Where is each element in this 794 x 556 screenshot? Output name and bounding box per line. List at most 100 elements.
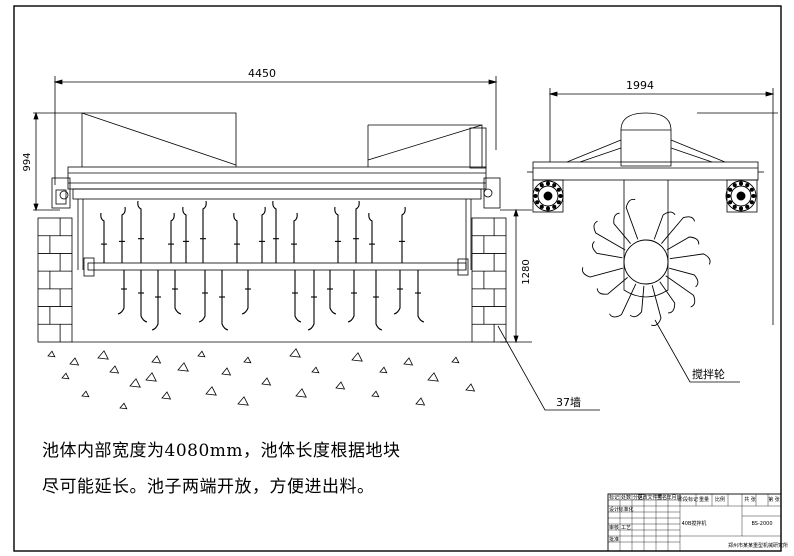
tine <box>198 270 206 323</box>
tine <box>121 206 126 263</box>
rotor-tine <box>666 236 700 251</box>
tine <box>368 212 373 263</box>
dim-side-width: 1994 <box>626 79 654 92</box>
tine <box>272 200 277 263</box>
rubble-mark <box>177 362 189 372</box>
title-block-cell: 重量 <box>699 496 709 503</box>
rubble-mark <box>311 366 320 374</box>
rotor-tine <box>613 212 631 244</box>
tine <box>293 212 298 263</box>
rubble-mark <box>295 388 307 398</box>
rubble-mark <box>61 372 70 380</box>
crawler-wheel-bolt <box>552 204 557 209</box>
crawler-wheel-hub <box>537 185 559 207</box>
title-block-cell: 处数 <box>621 494 631 501</box>
tine <box>202 200 207 263</box>
title-block-cell: 标记 <box>609 494 619 501</box>
rubble-mark <box>335 381 346 390</box>
note-line-2: 尽可能延长。池子两端开放，方便进出料。 <box>42 477 375 497</box>
rubble-mark <box>403 357 414 366</box>
title-block-cell: 签名 <box>657 494 667 501</box>
crawler-wheel-bolt <box>533 193 538 199</box>
rubble-mark <box>81 390 90 398</box>
crawler-wheel-bolt <box>556 200 561 205</box>
title-block-cell: 第 张 <box>768 496 780 503</box>
rubble-mark <box>197 350 206 358</box>
brick-wall <box>37 217 73 343</box>
rotor-hub <box>623 239 669 285</box>
tine <box>221 270 229 331</box>
rubble-mark <box>129 378 141 388</box>
crawler-wheel-bolt <box>535 200 540 205</box>
wall-label: 37墙 <box>556 395 581 409</box>
rubble-mark <box>261 377 272 386</box>
tine <box>329 270 337 315</box>
tine <box>100 212 105 263</box>
rubble-mark <box>451 356 460 364</box>
rotor-tine <box>669 267 699 288</box>
crawler-wheel-axle <box>543 191 553 201</box>
tine <box>393 270 401 315</box>
note-line-1: 池体内部宽度为4080mm，池体长度根据地块 <box>42 441 401 461</box>
rubble-mark <box>151 355 162 364</box>
crawler-wheel-bolt <box>726 193 731 199</box>
front-view <box>33 76 532 344</box>
rotor-tine <box>669 253 711 265</box>
rubble-mark <box>145 372 157 382</box>
rotor-tine <box>593 220 626 251</box>
title-block-scale: BS-2000 <box>751 521 772 527</box>
rotor-tine <box>581 267 623 278</box>
crawler-wheel <box>532 180 564 212</box>
title-block-cell: 更改文件号 <box>637 494 662 501</box>
wall-leader <box>497 325 600 411</box>
title-block-cell: 共 张 <box>744 496 756 503</box>
title-block: 40B搅拌机 BS-2000 郑州市某某重型机械研究所 标记处数分区更改文件号签… <box>607 493 788 552</box>
crawler-wheel-bolt <box>738 181 744 186</box>
rubble-mark <box>243 356 252 364</box>
rotor-tine <box>651 285 662 327</box>
tine <box>137 200 142 263</box>
title-block-cell: 分区 <box>633 494 643 501</box>
tine <box>401 206 406 263</box>
side-view <box>527 88 778 325</box>
rubble-mark <box>427 372 439 382</box>
crawler-wheel-bolt <box>745 183 750 188</box>
rubble-mark <box>415 397 426 406</box>
crawler-wheel-bolt <box>728 200 733 205</box>
crawler-wheel-bolt <box>539 183 544 188</box>
rotor-tine <box>665 275 696 308</box>
pit-walls <box>37 217 507 343</box>
title-block-cell: 阶段标记 <box>678 496 698 503</box>
crawler-wheel-bolt <box>539 204 544 209</box>
rubble-mark <box>47 350 56 358</box>
rubble-mark <box>221 367 232 376</box>
rubble-mark <box>109 365 120 374</box>
ground-rubble <box>47 348 476 410</box>
crawler-wheel-bolt <box>558 193 563 199</box>
rubble-mark <box>205 386 217 396</box>
rubble-mark <box>289 348 301 358</box>
tine <box>182 206 187 263</box>
tine <box>375 270 383 331</box>
crawler-wheel-axle <box>736 191 746 201</box>
crawler-wheel-bolt <box>545 181 551 186</box>
crawler-wheel-bolt <box>732 183 737 188</box>
brick-wall <box>471 217 507 343</box>
crawler-wheel-bolt <box>545 206 551 211</box>
rubble-mark <box>161 391 172 400</box>
crawler-wheel-bolt <box>738 206 744 211</box>
crawler-wheel-bolt <box>732 204 737 209</box>
title-block-cell: 工艺 <box>621 525 631 531</box>
title-block-drawing-name: 40B搅拌机 <box>682 520 707 527</box>
tine <box>355 200 360 263</box>
tine <box>151 270 159 331</box>
title-block-cell: 审核 <box>609 524 619 531</box>
dim-front-width: 4450 <box>248 67 276 80</box>
wheel-label: 搅拌轮 <box>692 367 725 381</box>
mixing-tines <box>100 200 425 331</box>
crawler-wheel-bolt <box>751 193 756 199</box>
rubble-mark <box>379 366 388 374</box>
dim-front-left-height: 994 <box>22 152 33 171</box>
rubble-mark <box>69 357 80 366</box>
